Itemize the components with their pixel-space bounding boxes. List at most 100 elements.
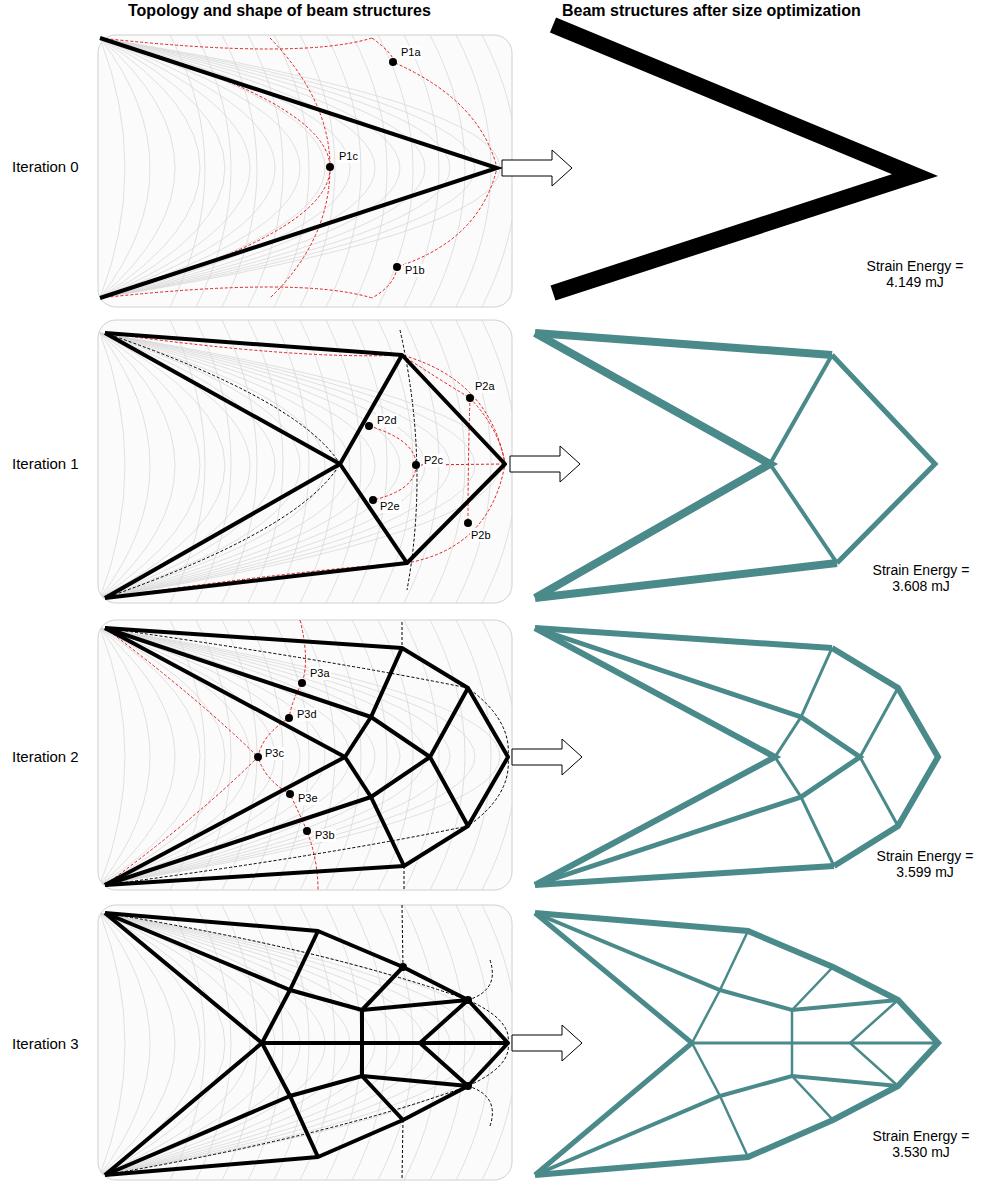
stress-line <box>100 38 300 298</box>
stress-line <box>100 628 475 885</box>
stress-line <box>100 38 425 298</box>
point-label: P2a <box>474 380 496 393</box>
stress-line <box>404 35 439 307</box>
stress-line <box>248 35 283 307</box>
row-label: Iteration 3 <box>12 1035 79 1052</box>
strain-energy: Strain Energy = 4.149 mJ <box>862 258 968 290</box>
stress-line <box>100 38 150 298</box>
beam-structure <box>105 913 508 1175</box>
stress-line <box>100 38 375 298</box>
stress-line <box>100 333 200 598</box>
nodes <box>399 963 472 1090</box>
stress-line <box>456 320 491 603</box>
stress-line <box>222 320 257 603</box>
stress-line <box>222 620 257 890</box>
stress-line <box>352 35 387 307</box>
stress-line <box>100 913 125 1175</box>
point-label: P2e <box>379 500 401 513</box>
beam-structure <box>100 38 497 298</box>
stress-line <box>274 320 309 603</box>
stress-line <box>100 38 275 298</box>
stress-line-group <box>100 905 512 1180</box>
stress-line <box>222 905 257 1180</box>
stress-line <box>248 320 283 603</box>
point-label: P1a <box>400 46 422 59</box>
stress-line <box>430 35 465 307</box>
stress-line <box>100 628 125 885</box>
stress-line <box>100 333 500 598</box>
stress-line <box>100 333 300 598</box>
point-label: P3d <box>296 708 318 721</box>
design-domain <box>98 35 512 1180</box>
row-label: Iteration 1 <box>12 455 79 472</box>
optimized-structure <box>535 333 935 598</box>
stress-line <box>300 35 335 307</box>
block-arrow <box>502 150 582 1061</box>
dashed-curves <box>105 622 508 890</box>
point-label: P3c <box>264 747 285 760</box>
point-label: P3e <box>297 792 319 805</box>
stress-line <box>100 333 225 598</box>
red-stress-curves <box>105 333 505 598</box>
strain-energy: Strain Energy = 3.599 mJ <box>872 848 978 880</box>
stress-line <box>100 333 375 598</box>
stress-line <box>100 38 225 298</box>
point-label: P1b <box>404 264 426 277</box>
point-label: P3a <box>309 667 331 680</box>
sampling-points <box>254 679 311 835</box>
red-stress-curves <box>100 38 497 298</box>
stress-lines <box>100 35 543 1180</box>
stress-line <box>100 913 275 1175</box>
stress-line <box>100 333 425 598</box>
stress-line <box>222 35 257 307</box>
stress-line <box>100 38 500 298</box>
stress-line <box>326 35 361 307</box>
column-heading: Topology and shape of beam structures <box>128 2 431 20</box>
stress-line <box>430 620 465 890</box>
point-label: P2b <box>470 529 492 542</box>
point-label: P2d <box>376 414 398 427</box>
row-label: Iteration 0 <box>12 158 79 175</box>
strain-energy: Strain Energy = 3.530 mJ <box>868 1128 974 1160</box>
stress-line-group <box>100 35 512 307</box>
sampling-points <box>365 394 474 527</box>
stress-line <box>196 905 231 1180</box>
stress-line-group <box>100 320 512 603</box>
stress-line <box>100 628 275 885</box>
stress-line <box>100 628 225 885</box>
stress-line <box>100 38 450 298</box>
stress-line <box>100 333 400 598</box>
stress-line <box>100 628 300 885</box>
stress-line <box>100 333 275 598</box>
dashed-curves <box>105 905 508 1180</box>
stress-line <box>482 320 512 603</box>
stress-line <box>456 620 491 890</box>
point-label: P2c <box>423 454 444 467</box>
stress-line <box>100 38 200 298</box>
stress-line <box>100 333 125 598</box>
sampling-points <box>326 58 401 271</box>
stress-line <box>100 333 450 598</box>
beam-structure <box>105 333 505 598</box>
stress-line <box>100 628 425 885</box>
stress-line <box>100 913 225 1175</box>
stress-line <box>100 333 150 598</box>
stress-line <box>274 35 309 307</box>
optimized-structure <box>535 628 938 885</box>
stress-line <box>300 320 335 603</box>
point-label: P3b <box>314 829 336 842</box>
beam-structure <box>105 628 508 885</box>
stress-line <box>100 628 150 885</box>
dashed-curves <box>105 330 417 598</box>
column-heading: Beam structures after size optimization <box>562 2 861 20</box>
stress-line <box>352 320 387 603</box>
row-label: Iteration 2 <box>12 748 79 765</box>
stress-line <box>196 320 231 603</box>
strain-energy: Strain Energy = 3.608 mJ <box>868 562 974 594</box>
stress-line-group <box>100 620 512 890</box>
stress-line <box>100 38 400 298</box>
optimized-structure <box>553 25 915 293</box>
stress-line <box>100 333 350 598</box>
stress-line <box>100 38 125 298</box>
